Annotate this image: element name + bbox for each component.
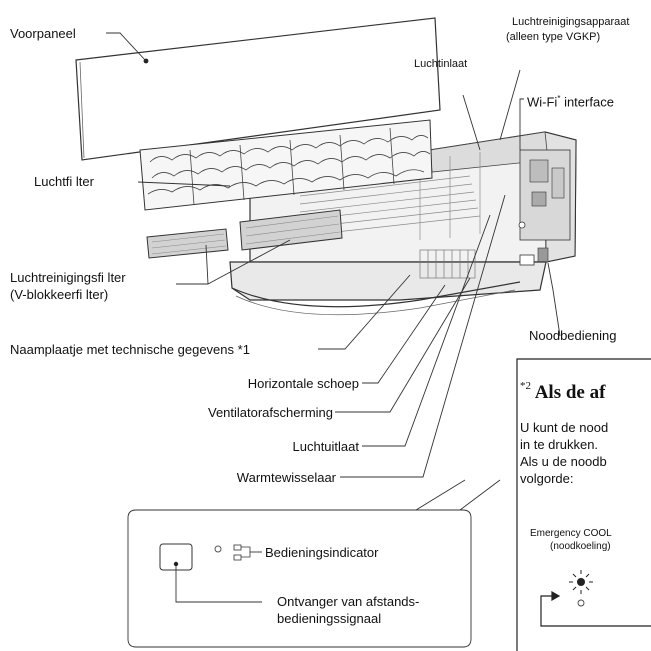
label-emergency-operation: Noodbediening [529,328,617,343]
label-purify-filter-line2: (V-blokkeerfi lter) [10,287,109,302]
label-receiver-line1: Ontvanger van afstands- [277,594,420,609]
emergency-cool-sublabel: (noodkoeling) [550,541,611,552]
label-air-purifier-line1: Luchtreinigingsapparaat [512,16,630,28]
emergency-cool-lamp-icon [569,570,593,607]
purification-filter-illustration [146,209,343,259]
leader-lines [106,32,561,648]
label-front-panel: Voorpaneel [10,26,76,41]
label-purify-filter-line1: Luchtreinigingsfi lter [10,270,126,285]
indicator-panel-illustration [159,543,262,603]
inset-box [516,358,651,651]
inset-text-line4: volgorde: [520,471,574,486]
label-air-outlet: Luchtuitlaat [292,439,360,454]
label-air-purifier-line2: (alleen type VGKP) [506,31,601,43]
inset-text-line2: in te drukken. [520,437,599,452]
emergency-cool-label: Emergency COOL [530,528,612,539]
inset-text-line3: Als u de noodb [520,454,607,469]
label-receiver-line2: bedieningssignaal [277,611,382,626]
inset-heading: *2 Als de af [520,380,606,403]
inset-text-line1: U kunt de nood [520,420,609,435]
label-horizontal-blade: Horizontale schoep [247,376,359,391]
label-wifi-interface: Wi-Fi* interface [527,94,614,110]
front-panel-illustration [75,17,441,161]
label-air-filter: Luchtfi lter [34,174,94,189]
label-fan-guard: Ventilatorafscherming [207,405,333,420]
air-filter-illustration [139,119,433,211]
label-operation-indicator: Bedieningsindicator [265,545,379,560]
cycle-arrow-icon [540,590,651,627]
label-nameplate: Naamplaatje met technische gegevens *1 [10,342,250,357]
label-air-inlet: Luchtinlaat [414,58,468,70]
label-heat-exchanger: Warmtewisselaar [236,470,336,485]
